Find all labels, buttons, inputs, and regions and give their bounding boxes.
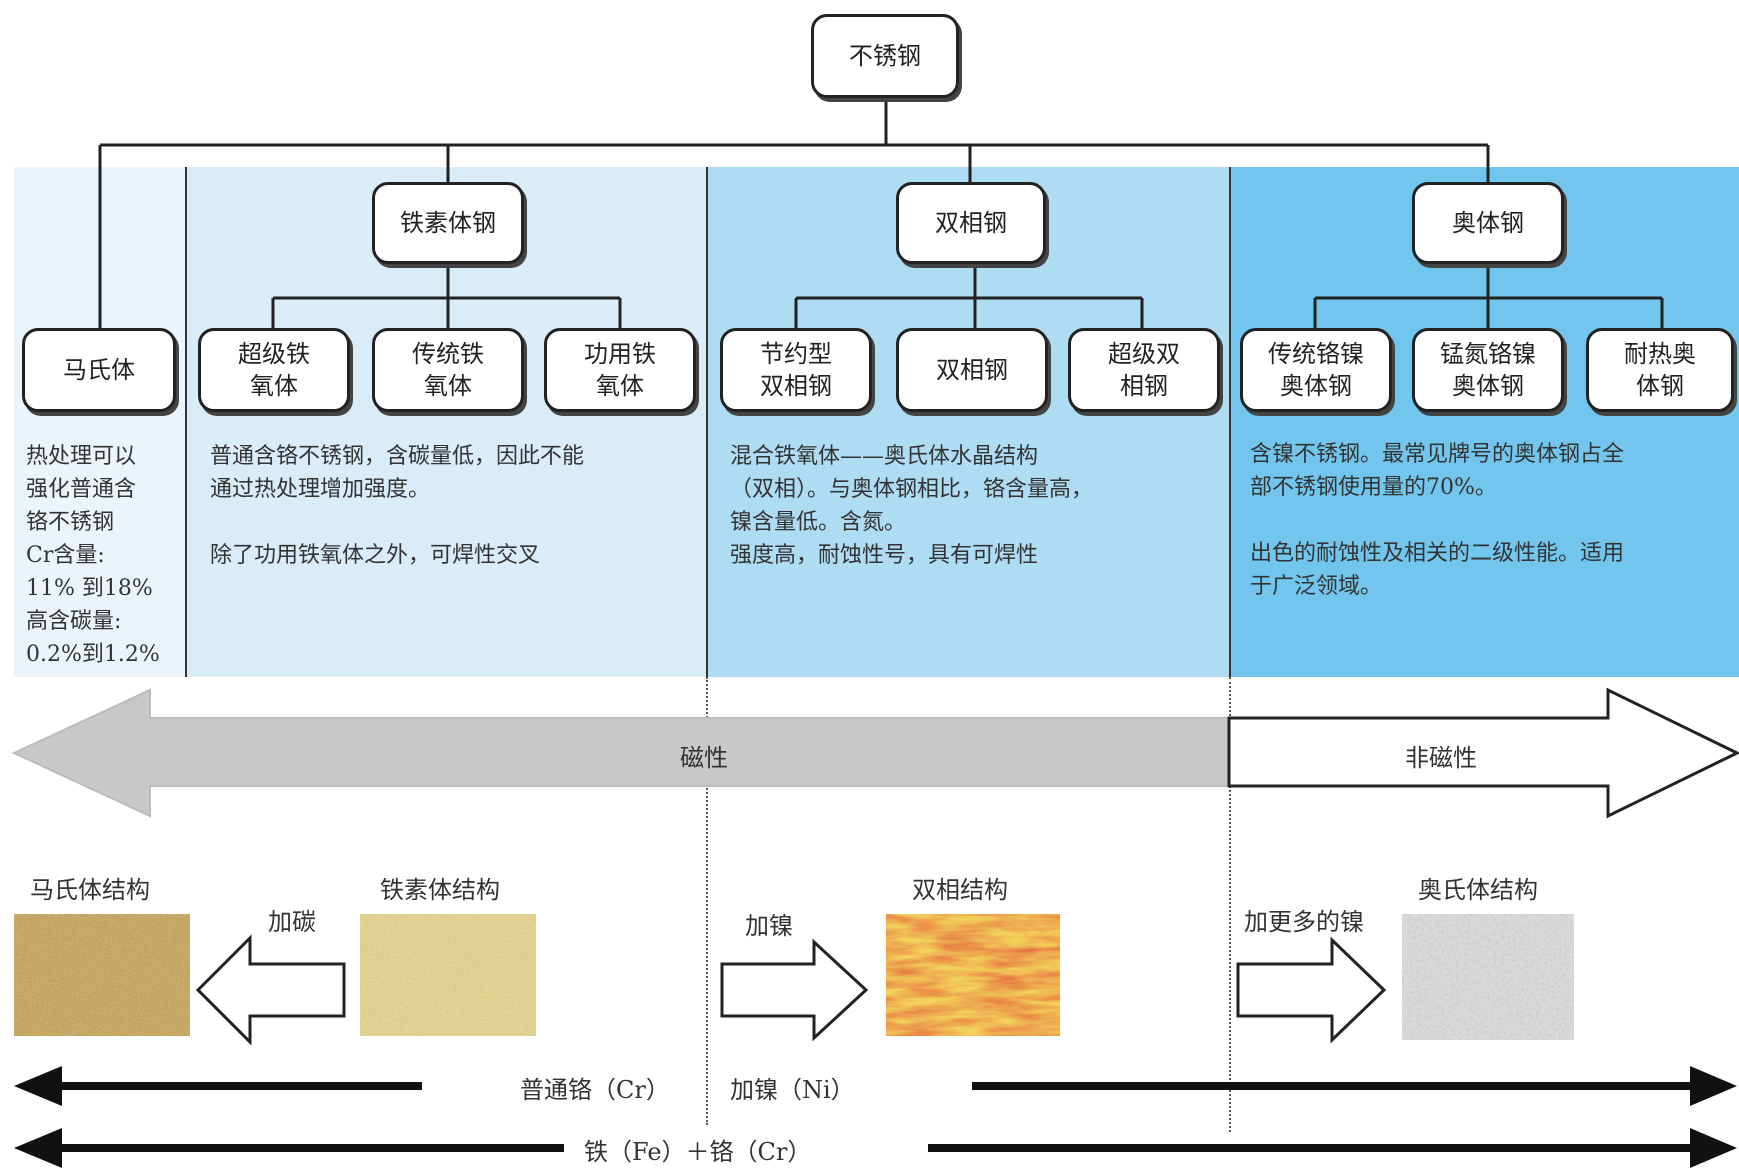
- subtype-super-ferritic-box: 超级铁 氧体: [198, 328, 350, 412]
- subtype-heat-resistant-box: 耐热奥 体钢: [1586, 328, 1734, 412]
- description-martensite: 热处理可以 强化普通含 铬不锈钢 Cr含量: 11% 到18% 高含碳量: 0.…: [26, 444, 160, 667]
- description-ferritic: 普通含铬不锈钢，含碳量低，因此不能 通过热处理增加强度。 除了功用铁氧体之外，可…: [210, 444, 585, 568]
- ferrite-micrograph: [360, 914, 536, 1036]
- structure-austenite-label: 奥氏体结构: [1418, 876, 1538, 904]
- add-more-nickel-arrow: [1236, 936, 1387, 1044]
- non-magnetic-label: 非磁性: [1405, 744, 1477, 772]
- divider-2: [706, 167, 708, 677]
- add-carbon-label: 加碳: [268, 908, 316, 936]
- austenite-micrograph: [1402, 914, 1574, 1040]
- divider-1: [185, 167, 187, 677]
- subtype-martensite-box: 马氏体: [22, 328, 176, 412]
- structure-martensite-label: 马氏体结构: [30, 876, 150, 904]
- add-carbon-arrow: [195, 934, 346, 1046]
- subtype-standard-ferritic-box: 传统铁 氧体: [372, 328, 524, 412]
- subtype-standard-cr-ni-box: 传统铬镍 奥体钢: [1240, 328, 1392, 412]
- martensite-micrograph: [14, 914, 190, 1036]
- duplex-micrograph: [886, 914, 1060, 1036]
- divider-3: [1229, 167, 1231, 677]
- subtype-functional-ferritic-box: 功用铁 氧体: [544, 328, 696, 412]
- magnetic-label: 磁性: [680, 744, 728, 772]
- dotted-divider-1: [706, 677, 708, 1125]
- non-magnetic-arrow: [1227, 687, 1739, 819]
- add-nickel-label: 加镍: [745, 912, 793, 940]
- structure-ferrite-label: 铁素体结构: [380, 876, 500, 904]
- chromium-label: 普通铬（Cr）: [520, 1076, 670, 1104]
- group-duplex-box: 双相钢: [896, 182, 1046, 264]
- description-duplex: 混合铁氧体——奥氏体水晶结构 （双相）。与奥体钢相比，铬含量高， 镍含量低。含氮…: [730, 444, 1094, 568]
- subtype-mn-n-cr-ni-box: 锰氮铬镍 奥体钢: [1412, 328, 1564, 412]
- add-more-nickel-label: 加更多的镍: [1244, 908, 1364, 936]
- structure-duplex-label: 双相结构: [912, 876, 1008, 904]
- subtype-super-duplex-box: 超级双 相钢: [1068, 328, 1220, 412]
- subtype-duplex-box: 双相钢: [896, 328, 1048, 412]
- dotted-divider-2: [1229, 677, 1231, 1132]
- root-box: 不锈钢: [811, 14, 959, 98]
- description-austenitic: 含镍不锈钢。最常见牌号的奥体钢占全 部不锈钢使用量的70%。 出色的耐蚀性及相关…: [1250, 442, 1625, 599]
- nickel-label: 加镍（Ni）: [730, 1076, 855, 1104]
- group-ferritic-box: 铁素体钢: [372, 182, 524, 264]
- group-austenitic-box: 奥体钢: [1412, 182, 1564, 264]
- iron-chromium-label: 铁（Fe）＋铬（Cr）: [584, 1138, 812, 1166]
- add-nickel-arrow: [720, 938, 869, 1042]
- subtype-lean-duplex-box: 节约型 双相钢: [720, 328, 872, 412]
